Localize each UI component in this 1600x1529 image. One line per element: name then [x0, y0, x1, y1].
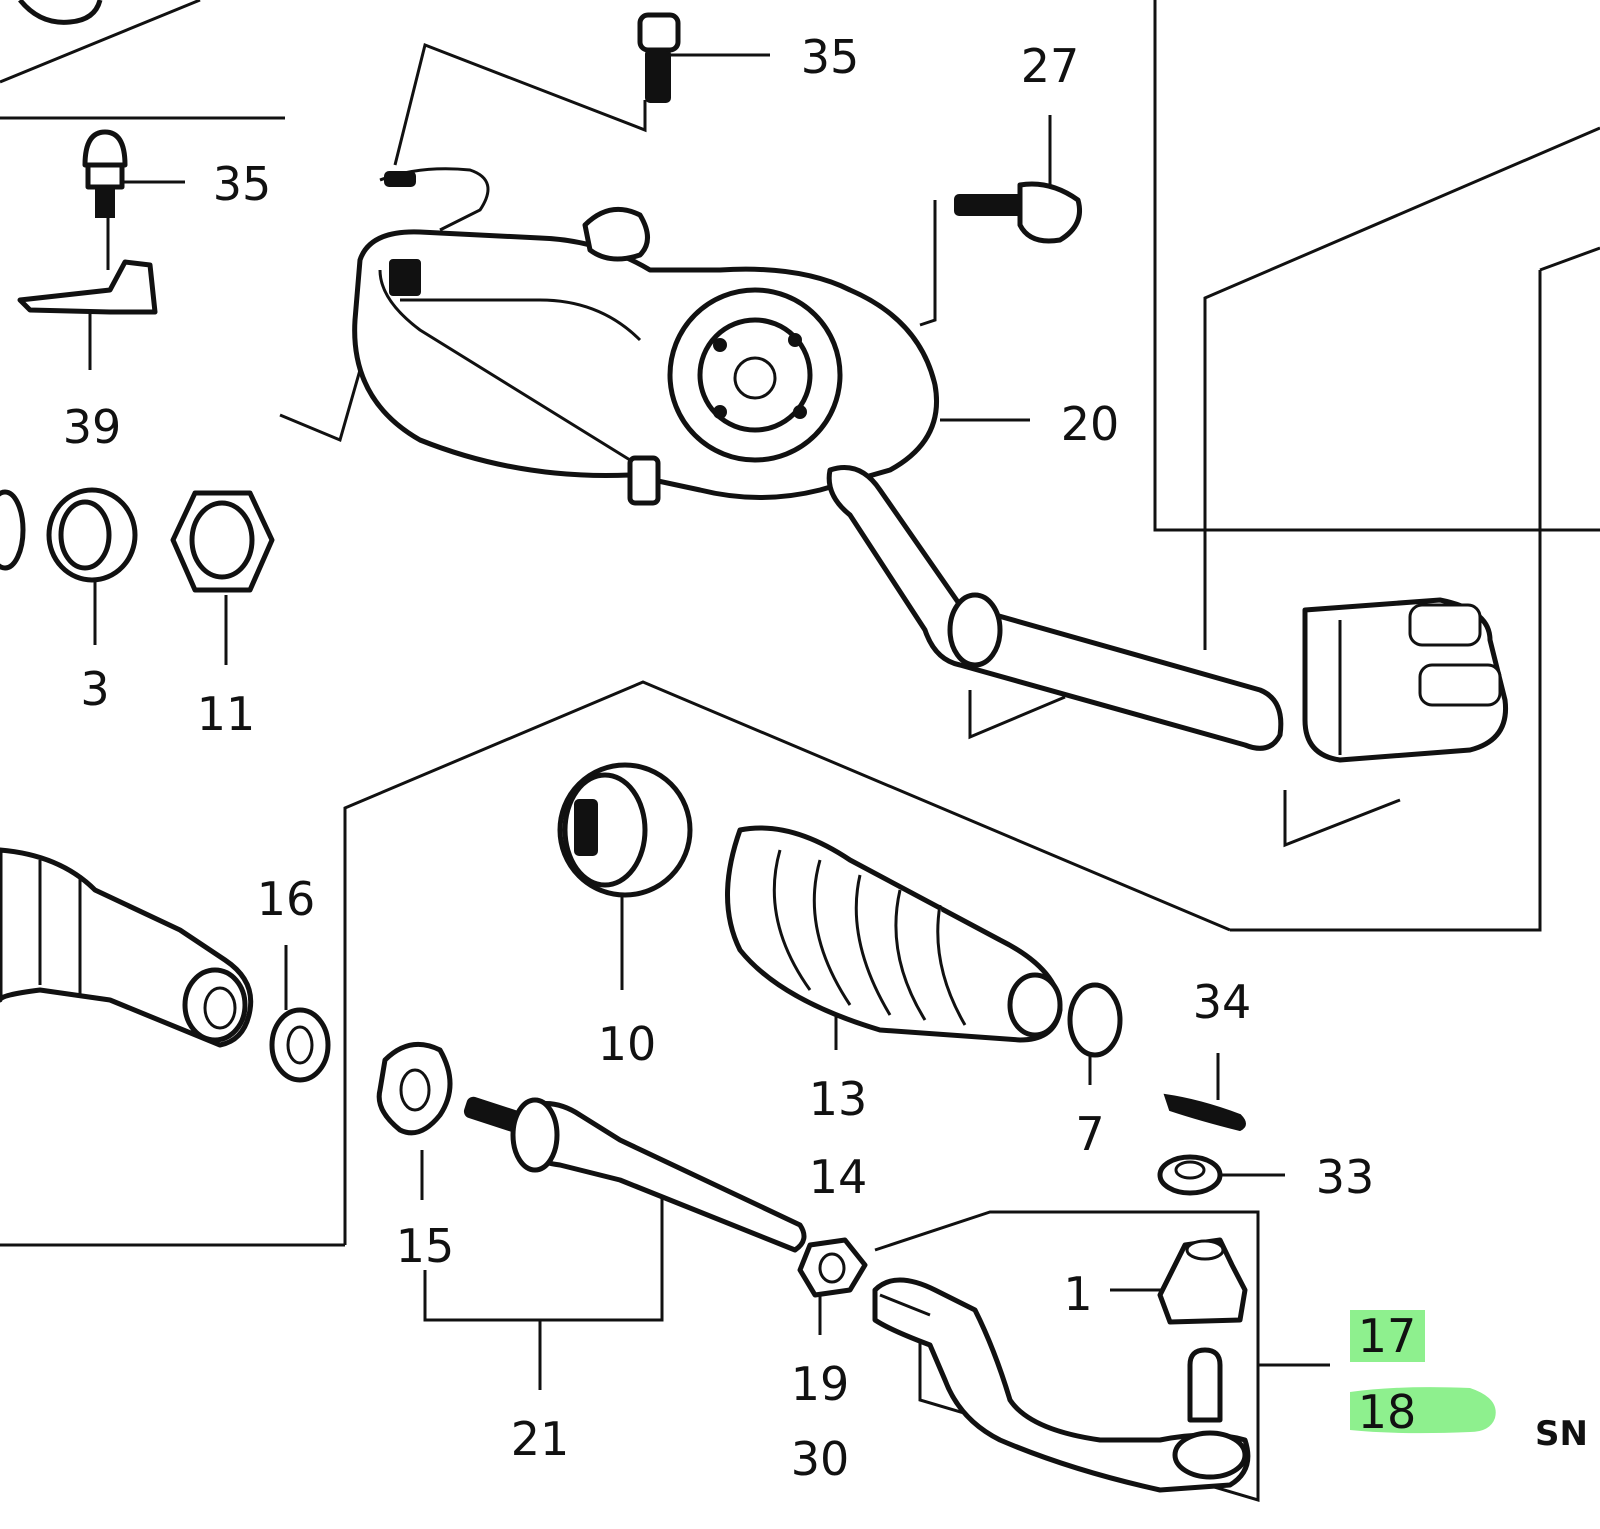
bracket-39: [17, 259, 158, 315]
cotter-pin-34: [1163, 1093, 1246, 1132]
label-13: 13: [809, 1072, 868, 1126]
highlight-17: [1350, 1310, 1425, 1362]
outline-tierod-end-box: [874, 1210, 1260, 1503]
jam-nut-19: [797, 1237, 868, 1298]
label-35-upper: 35: [801, 30, 860, 84]
nut-11: [170, 490, 275, 593]
label-1: 1: [1063, 1267, 1092, 1321]
label-27: 27: [1021, 39, 1080, 93]
label-35-lower: 35: [213, 157, 272, 211]
label-7: 7: [1075, 1107, 1104, 1161]
bracket-21: [423, 1195, 664, 1322]
outline-right-small: [1539, 246, 1600, 272]
outline-tierod-end-bracket: [1283, 790, 1401, 848]
seal-16: [269, 1007, 331, 1083]
lock-washer-15: [376, 1041, 453, 1136]
band-10: [557, 762, 693, 898]
clip-7: [1067, 982, 1123, 1058]
outline-right-vertical: [1230, 270, 1542, 932]
label-33: 33: [1316, 1150, 1375, 1204]
diagram-code-label: SN: [1535, 1414, 1588, 1454]
label-17: 17: [1358, 1309, 1417, 1363]
bolt-35-upper: [637, 12, 681, 103]
rack-housing: [0, 847, 254, 1048]
tie-rod-21: [463, 1096, 807, 1253]
label-3: 3: [80, 662, 109, 716]
tie-rod-end-17-18: [872, 1277, 1251, 1493]
nut-33: [1157, 1154, 1223, 1196]
label-20: 20: [1061, 397, 1120, 451]
outline-tierod-bracket: [968, 690, 1066, 740]
valve-block: [1302, 597, 1509, 763]
washer-3: [46, 487, 138, 583]
label-10: 10: [598, 1017, 657, 1071]
label-14: 14: [809, 1150, 868, 1204]
label-19: 19: [791, 1357, 850, 1411]
bracket-27: [919, 200, 937, 327]
label-21: 21: [511, 1412, 570, 1466]
bolt-27: [954, 181, 1082, 244]
label-34: 34: [1193, 975, 1252, 1029]
part-labels: 35 27 35 39 20 3 11 16 10 13 34 7 14 33 …: [63, 30, 1588, 1486]
castle-nut-1: [1157, 1237, 1248, 1325]
partial-nut-top-left: [18, 0, 103, 25]
partial-ring-left: [0, 489, 26, 571]
steering-pipe: [826, 465, 1284, 751]
boot-13: [725, 825, 1063, 1043]
outline-right-inner: [1203, 126, 1600, 650]
bracket-35-upper: [393, 42, 647, 166]
label-16: 16: [257, 872, 316, 926]
parts: [0, 0, 1509, 1493]
label-15: 15: [396, 1219, 455, 1273]
outline-top-left-diagonal: [0, 0, 201, 84]
bracket-35-lower-left: [279, 369, 362, 443]
outline-right-frame: [1153, 0, 1600, 532]
label-39: 39: [63, 400, 122, 454]
label-30: 30: [791, 1432, 850, 1486]
label-18: 18: [1358, 1385, 1417, 1439]
label-11: 11: [197, 687, 256, 741]
steering-gearbox-20: [352, 167, 939, 506]
highlight-18: [1350, 1387, 1496, 1434]
bolt-35-lower: [82, 129, 128, 218]
outline-mid-frame: [343, 680, 1231, 1245]
